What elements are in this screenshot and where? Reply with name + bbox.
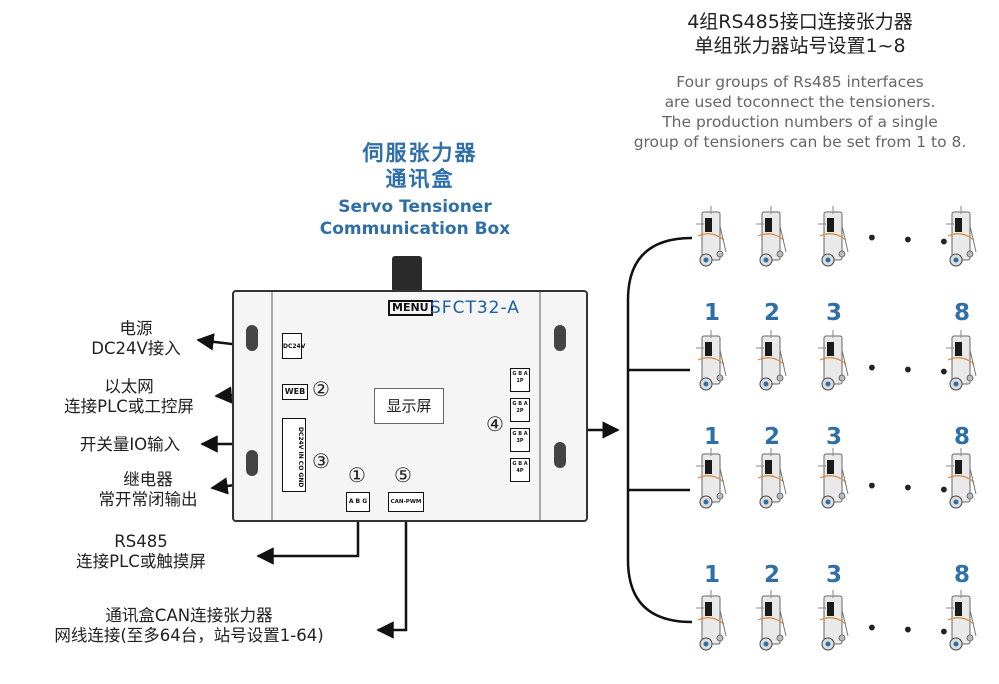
station-number: 1 <box>703 562 720 588</box>
label-ethernet-line2: 连接PLC或工控屏 <box>64 397 194 416</box>
web-port: WEB <box>282 384 308 400</box>
tensioner-icon <box>946 448 977 509</box>
menu-badge: MENU <box>388 300 433 316</box>
label-io-line1: 开关量IO输入 <box>79 435 181 454</box>
label-io: 开关量IO输入 <box>58 435 202 455</box>
rs485-arrow <box>256 512 360 565</box>
box-title-cn-line2: 通讯盒 <box>385 167 455 191</box>
tensioner-icon <box>946 330 977 391</box>
ellipsis-dot: • <box>866 226 878 250</box>
rs485-4p-port: G B A 4P <box>510 458 530 482</box>
label-rs485: RS485 连接PLC或触摸屏 <box>32 532 250 572</box>
station-number: 1 <box>703 300 720 326</box>
tensioner-icon <box>818 448 849 509</box>
label-relay: 继电器 常开常闭输出 <box>86 470 210 510</box>
tensioner-icon <box>756 590 787 651</box>
box-title-en-line1: Servo Tensioner <box>338 197 492 217</box>
label-can-line1: 通讯盒CAN连接张力器 <box>105 606 273 625</box>
ellipsis-dot: • <box>938 620 950 644</box>
box-title-en-line2: Communication Box <box>319 219 511 239</box>
tensioner-icon <box>946 590 977 651</box>
label-power-line2: DC24V接入 <box>91 339 181 358</box>
right-title-en-line4: group of tensioners can be set from 1 to… <box>633 133 967 151</box>
label-can: 通讯盒CAN连接张力器 网线连接(至多64台，站号设置1-64) <box>4 606 374 646</box>
station-number: 3 <box>825 424 842 450</box>
ellipsis-dot: • <box>938 478 950 502</box>
label-ethernet: 以太网 连接PLC或工控屏 <box>44 377 214 417</box>
label-ethernet-line1: 以太网 <box>104 377 154 396</box>
tensioner-icon <box>756 206 787 267</box>
right-title-en-line3: The production numbers of a single <box>662 113 938 131</box>
box-title-en: Servo Tensioner Communication Box <box>270 196 560 240</box>
right-title-en-line2: are used toconnect the tensioners. <box>664 93 936 111</box>
label-relay-line2: 常开常闭输出 <box>98 490 198 509</box>
tensioner-icon <box>696 330 727 391</box>
tensioner-icon <box>818 590 849 651</box>
tensioner-icon <box>696 448 727 509</box>
box-details <box>246 292 566 520</box>
marker-5: ⑤ <box>394 463 412 487</box>
ellipsis-dot: • <box>866 474 878 498</box>
right-title-en-line1: Four groups of Rs485 interfaces <box>676 73 924 91</box>
power-port: DC24V <box>282 333 305 359</box>
station-number: 3 <box>825 300 842 326</box>
marker-1: ① <box>348 463 366 487</box>
tensioner-icon <box>818 206 849 267</box>
rs485-port: A B G <box>346 492 370 512</box>
marker-4: ④ <box>486 412 504 436</box>
right-title-en: Four groups of Rs485 interfaces are used… <box>600 72 999 152</box>
station-number: 2 <box>763 424 780 450</box>
station-number: 2 <box>763 300 780 326</box>
right-title-cn-line1: 4组RS485接口连接张力器 <box>687 11 913 33</box>
display-screen: 显示屏 <box>374 388 444 424</box>
can-port: CAN-PWM <box>388 492 424 512</box>
ellipsis-dot: • <box>902 618 914 642</box>
rs485-3p-port: G B A 3P <box>510 428 530 452</box>
label-rs485-line2: 连接PLC或触摸屏 <box>76 552 206 571</box>
tensioner-icon <box>756 448 787 509</box>
station-number: 2 <box>763 562 780 588</box>
tensioner-icon <box>696 206 727 267</box>
device-knob <box>392 256 422 292</box>
rs485-2p-port: G B A 2P <box>510 398 530 422</box>
tensioner-icon <box>756 330 787 391</box>
ellipsis-dot: • <box>902 228 914 252</box>
tensioner-icon <box>818 330 849 391</box>
box-title-cn: 伺服张力器 通讯盒 <box>300 140 540 192</box>
can-arrow <box>376 512 408 639</box>
ellipsis-dot: • <box>938 230 950 254</box>
box-title-cn-line1: 伺服张力器 <box>362 141 478 165</box>
ellipsis-dot: • <box>866 356 878 380</box>
station-number: 8 <box>953 424 970 450</box>
io-port: DC24V IN CO GND <box>282 418 306 492</box>
label-rs485-line1: RS485 <box>114 532 168 551</box>
tensioner-icon <box>696 590 727 651</box>
tensioner-bus-bracket <box>626 236 693 624</box>
ellipsis-dot: • <box>938 360 950 384</box>
station-number: 1 <box>703 424 720 450</box>
station-number: 8 <box>953 300 970 326</box>
label-power: 电源 DC24V接入 <box>72 319 200 359</box>
ellipsis-dot: • <box>902 476 914 500</box>
label-power-line1: 电源 <box>119 319 153 338</box>
tensioner-icon <box>946 206 977 267</box>
ellipsis-dot: • <box>866 616 878 640</box>
label-can-line2: 网线连接(至多64台，站号设置1-64) <box>54 626 324 645</box>
right-title-cn-line2: 单组张力器站号设置1~8 <box>694 35 906 57</box>
station-number: 8 <box>953 562 970 588</box>
right-title-cn: 4组RS485接口连接张力器 单组张力器站号设置1~8 <box>620 10 980 58</box>
model-number: SFCT32-A <box>430 298 520 318</box>
marker-2: ② <box>312 377 330 401</box>
label-relay-line1: 继电器 <box>123 470 173 489</box>
rs485-1p-port: G B A 1P <box>510 368 530 392</box>
ellipsis-dot: • <box>902 358 914 382</box>
marker-3: ③ <box>312 449 330 473</box>
station-number: 3 <box>825 562 842 588</box>
